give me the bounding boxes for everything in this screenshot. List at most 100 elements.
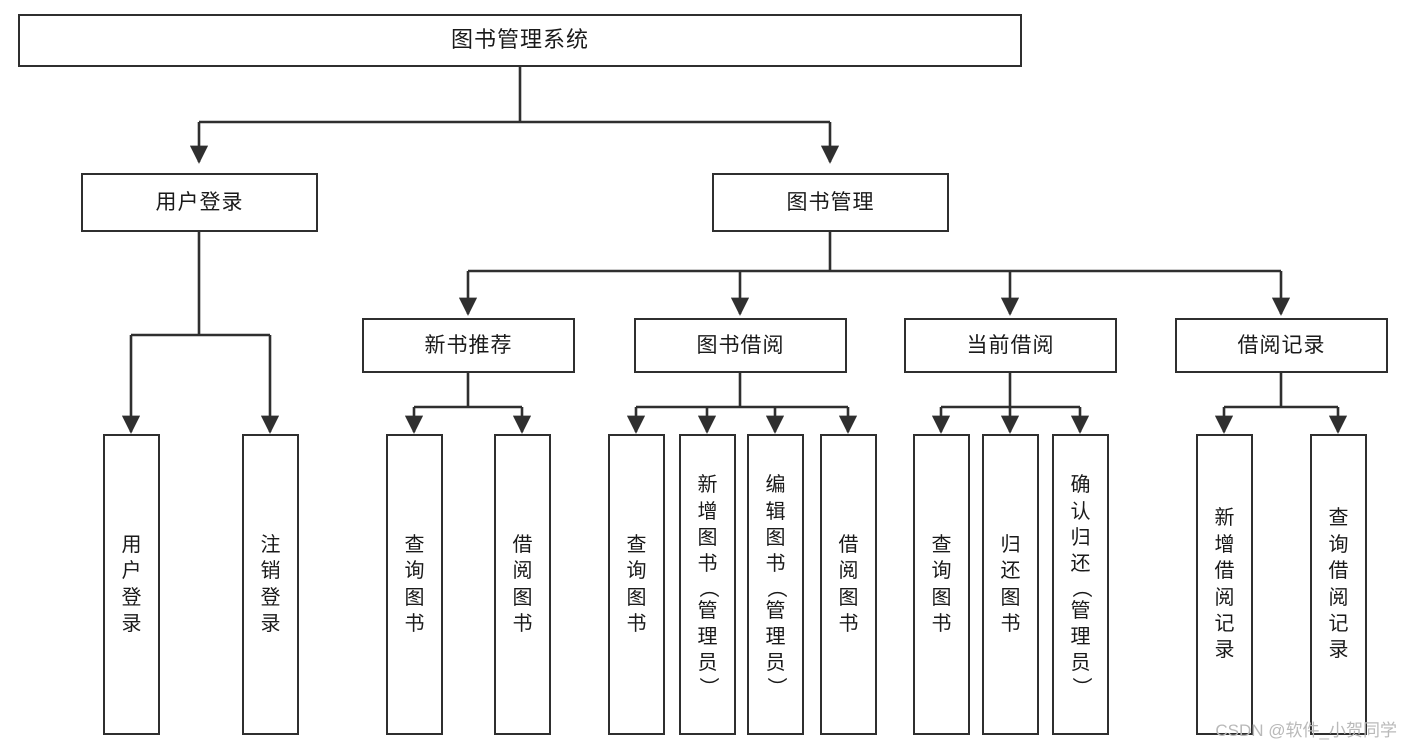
- label-char: 查: [404, 533, 425, 556]
- leaf-user-login[interactable]: 用户登录: [103, 434, 160, 735]
- leaf-query-book-2-label: 查询图书: [627, 532, 647, 638]
- label-char: 询: [626, 560, 647, 583]
- label-char: 阅: [1214, 586, 1235, 609]
- label-char: ）: [764, 676, 787, 697]
- leaf-add-record[interactable]: 新增借阅记录: [1196, 434, 1253, 735]
- label-char: 记: [1214, 612, 1235, 635]
- node-book-borrow-label: 图书借阅: [696, 333, 785, 357]
- label-char: 录: [1328, 639, 1349, 662]
- label-char: 还: [1070, 553, 1091, 576]
- label-char: 借: [1328, 560, 1349, 583]
- label-char: 登: [121, 586, 142, 609]
- label-char: 新: [1214, 507, 1235, 530]
- label-char: 书: [697, 553, 718, 576]
- label-char: 理: [1070, 626, 1091, 649]
- label-char: 管: [697, 599, 718, 622]
- label-char: （: [764, 577, 787, 598]
- label-char: 录: [260, 612, 281, 635]
- label-char: 增: [1214, 533, 1235, 556]
- node-book-manage-label: 图书管理: [786, 190, 875, 214]
- label-char: 管: [765, 599, 786, 622]
- label-char: 销: [260, 560, 281, 583]
- node-book-manage[interactable]: 图书管理: [712, 173, 949, 232]
- label-char: （: [1069, 577, 1092, 598]
- label-char: ）: [696, 676, 719, 697]
- leaf-add-book[interactable]: 新增图书（管理员）: [679, 434, 736, 735]
- leaf-borrow-book-2[interactable]: 借阅图书: [820, 434, 877, 735]
- label-char: 用: [121, 533, 142, 556]
- label-char: 图: [404, 586, 425, 609]
- label-char: 书: [765, 553, 786, 576]
- node-user-login[interactable]: 用户登录: [81, 173, 318, 232]
- label-char: 员: [765, 652, 786, 675]
- label-char: 图: [931, 586, 952, 609]
- watermark: CSDN @软件_小贺同学: [1215, 721, 1397, 740]
- label-char: 注: [260, 533, 281, 556]
- label-char: （: [696, 577, 719, 598]
- leaf-return-book[interactable]: 归还图书: [982, 434, 1039, 735]
- label-char: 归: [1000, 533, 1021, 556]
- label-char: 书: [931, 612, 952, 635]
- label-char: 归: [1070, 526, 1091, 549]
- label-char: 阅: [512, 560, 533, 583]
- label-char: 员: [1070, 652, 1091, 675]
- label-char: 询: [404, 560, 425, 583]
- label-char: 借: [1214, 560, 1235, 583]
- label-char: 辑: [765, 500, 786, 523]
- leaf-borrow-book-2-label: 借阅图书: [839, 532, 859, 638]
- label-char: 员: [697, 652, 718, 675]
- node-current-borrow-label: 当前借阅: [966, 333, 1055, 357]
- label-char: 图: [697, 526, 718, 549]
- leaf-query-book-2[interactable]: 查询图书: [608, 434, 665, 735]
- leaf-return-book-label: 归还图书: [1001, 532, 1021, 638]
- leaf-add-record-label: 新增借阅记录: [1215, 505, 1235, 663]
- node-root[interactable]: 图书管理系统: [18, 14, 1022, 67]
- leaf-logout-label: 注销登录: [261, 532, 281, 638]
- label-char: 图: [626, 586, 647, 609]
- node-root-label: 图书管理系统: [450, 27, 589, 53]
- node-borrow-record[interactable]: 借阅记录: [1175, 318, 1388, 373]
- leaf-logout[interactable]: 注销登录: [242, 434, 299, 735]
- label-char: 阅: [1328, 586, 1349, 609]
- label-char: 认: [1070, 500, 1091, 523]
- label-char: 书: [512, 612, 533, 635]
- leaf-confirm-return[interactable]: 确认归还（管理员）: [1052, 434, 1109, 735]
- leaf-query-book-1[interactable]: 查询图书: [386, 434, 443, 735]
- label-char: 确: [1070, 474, 1091, 497]
- label-char: 书: [626, 612, 647, 635]
- node-new-book-recommend-label: 新书推荐: [424, 333, 513, 357]
- leaf-query-book-1-label: 查询图书: [405, 532, 425, 638]
- leaf-add-book-label: 新增图书（管理员）: [696, 472, 719, 697]
- leaf-borrow-book-1-label: 借阅图书: [513, 532, 533, 638]
- node-borrow-record-label: 借阅记录: [1237, 333, 1326, 357]
- label-char: 询: [931, 560, 952, 583]
- label-char: 新: [697, 474, 718, 497]
- label-char: 登: [260, 586, 281, 609]
- label-char: 图: [512, 586, 533, 609]
- label-char: 增: [697, 500, 718, 523]
- label-char: 理: [697, 626, 718, 649]
- label-char: 阅: [838, 560, 859, 583]
- leaf-borrow-book-1[interactable]: 借阅图书: [494, 434, 551, 735]
- label-char: 编: [765, 474, 786, 497]
- label-char: 书: [838, 612, 859, 635]
- label-char: 图: [838, 586, 859, 609]
- label-char: 查: [931, 533, 952, 556]
- label-char: 查: [626, 533, 647, 556]
- leaf-edit-book[interactable]: 编辑图书（管理员）: [747, 434, 804, 735]
- label-char: 理: [765, 626, 786, 649]
- label-char: 询: [1328, 533, 1349, 556]
- node-book-borrow[interactable]: 图书借阅: [634, 318, 847, 373]
- node-current-borrow[interactable]: 当前借阅: [904, 318, 1117, 373]
- leaf-edit-book-label: 编辑图书（管理员）: [764, 472, 787, 697]
- leaf-query-record[interactable]: 查询借阅记录: [1310, 434, 1367, 735]
- label-char: 借: [512, 533, 533, 556]
- label-char: 录: [121, 612, 142, 635]
- leaf-query-book-3[interactable]: 查询图书: [913, 434, 970, 735]
- label-char: 还: [1000, 560, 1021, 583]
- label-char: 管: [1070, 599, 1091, 622]
- label-char: 借: [838, 533, 859, 556]
- node-new-book-recommend[interactable]: 新书推荐: [362, 318, 575, 373]
- label-char: 图: [765, 526, 786, 549]
